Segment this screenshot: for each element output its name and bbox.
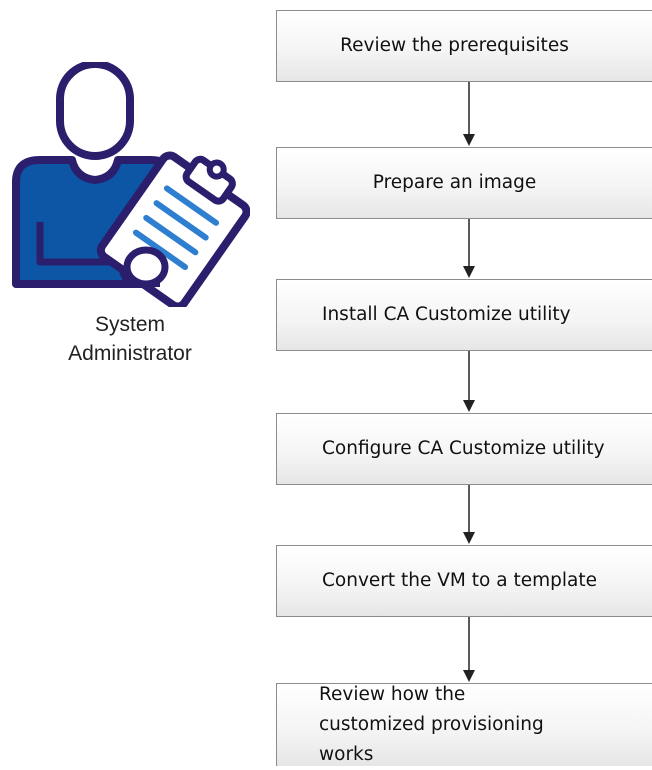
arrowhead-3-4 xyxy=(463,400,475,412)
arrowhead-5-6 xyxy=(463,670,475,682)
step-review-prerequisites: Review the prerequisites xyxy=(276,10,652,82)
role-label: System Administrator xyxy=(40,310,220,368)
arrowhead-2-3 xyxy=(463,266,475,278)
step-label: Convert the VM to a template xyxy=(322,570,597,591)
step-prepare-image: Prepare an image xyxy=(276,147,652,219)
role-label-line2: Administrator xyxy=(68,342,192,365)
step-label: Configure CA Customize utility xyxy=(322,438,605,459)
step-configure-utility: Configure CA Customize utility xyxy=(276,413,652,485)
step-convert-vm: Convert the VM to a template xyxy=(276,545,652,617)
step-label: Review how the customized provisioning w… xyxy=(319,684,544,765)
role-label-line1: System xyxy=(94,313,165,336)
step-label: Prepare an image xyxy=(372,172,537,193)
arrowhead-4-5 xyxy=(463,532,475,544)
step-review-provisioning: Review how the customized provisioning w… xyxy=(276,683,652,766)
step-install-utility: Install CA Customize utility xyxy=(276,279,652,351)
step-label: Install CA Customize utility xyxy=(322,304,571,325)
step-label: Review the prerequisites xyxy=(340,35,569,56)
arrowhead-1-2 xyxy=(463,134,475,146)
administrator-with-clipboard-icon xyxy=(12,62,250,307)
